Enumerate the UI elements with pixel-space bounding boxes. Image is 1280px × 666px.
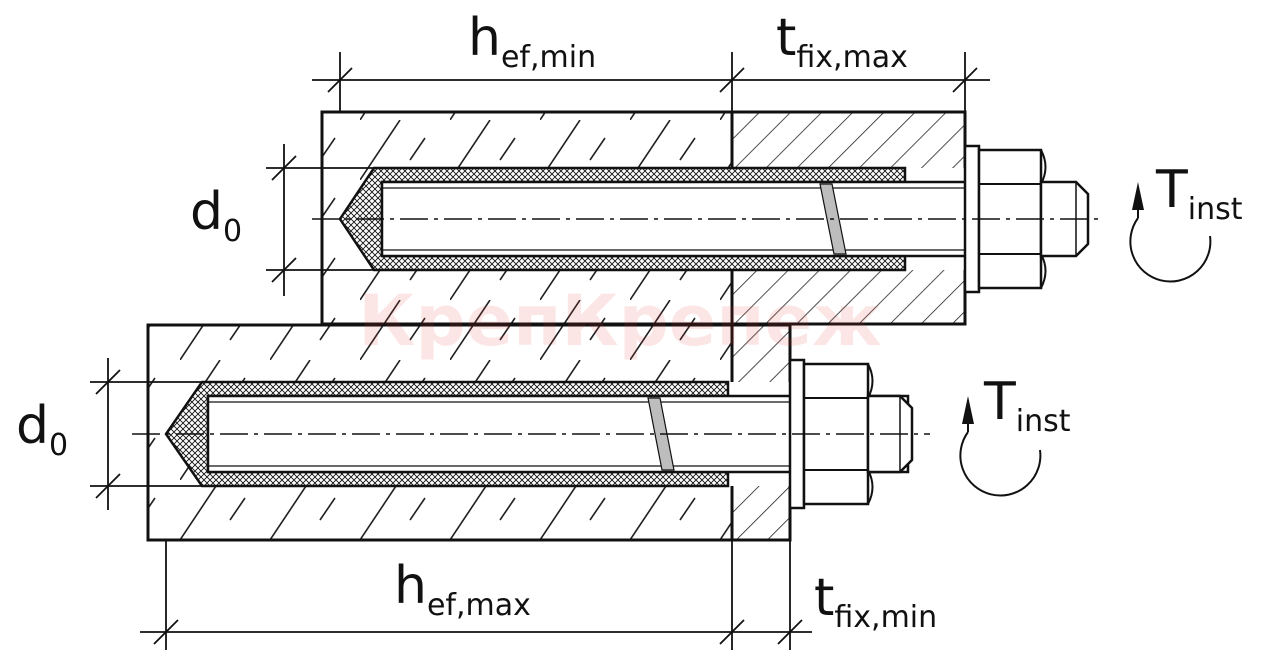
label-tinst-bottom: Tinst — [984, 372, 1071, 439]
label-hef-max: hef,max — [394, 556, 531, 623]
dimension-lines — [90, 52, 990, 650]
watermark: КрепКрепеж — [358, 280, 881, 362]
label-tfix-max: tfix,max — [776, 8, 908, 75]
label-tfix-min: tfix,min — [814, 568, 938, 635]
torque-arrow-bottom — [959, 396, 1042, 497]
label-tinst-top: Tinst — [1156, 160, 1243, 227]
torque-arrow-top — [1129, 182, 1212, 283]
label-d0-bottom: d0 — [16, 396, 69, 463]
top-assembly — [312, 110, 1104, 326]
label-d0-top: d0 — [190, 182, 243, 249]
label-hef-min: hef,min — [468, 8, 597, 75]
bottom-assembly — [132, 323, 930, 542]
